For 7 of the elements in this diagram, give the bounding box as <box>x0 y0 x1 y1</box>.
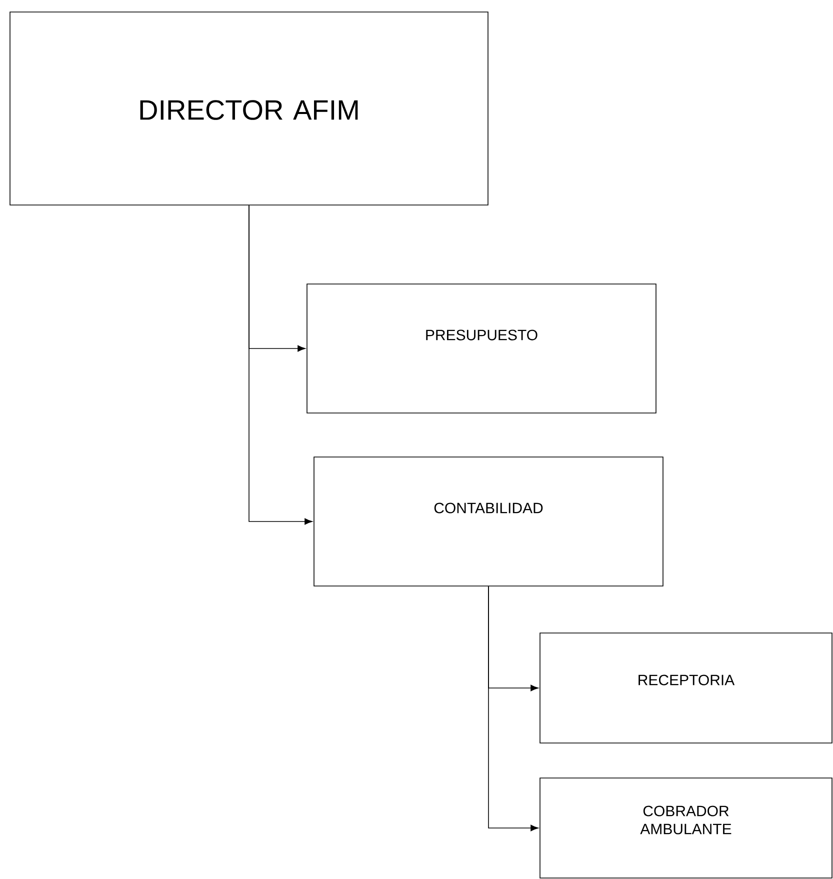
arrow <box>488 586 538 832</box>
department-box: RECEPTORIA <box>540 632 832 744</box>
director-box: DIRECTOR AFIM <box>10 12 488 206</box>
arrow <box>248 205 312 525</box>
department-box: CONTABILIDAD <box>314 456 664 586</box>
department-box: COBRADOR AMBULANTE <box>540 778 832 878</box>
department-box: PRESUPUESTO <box>306 284 656 414</box>
